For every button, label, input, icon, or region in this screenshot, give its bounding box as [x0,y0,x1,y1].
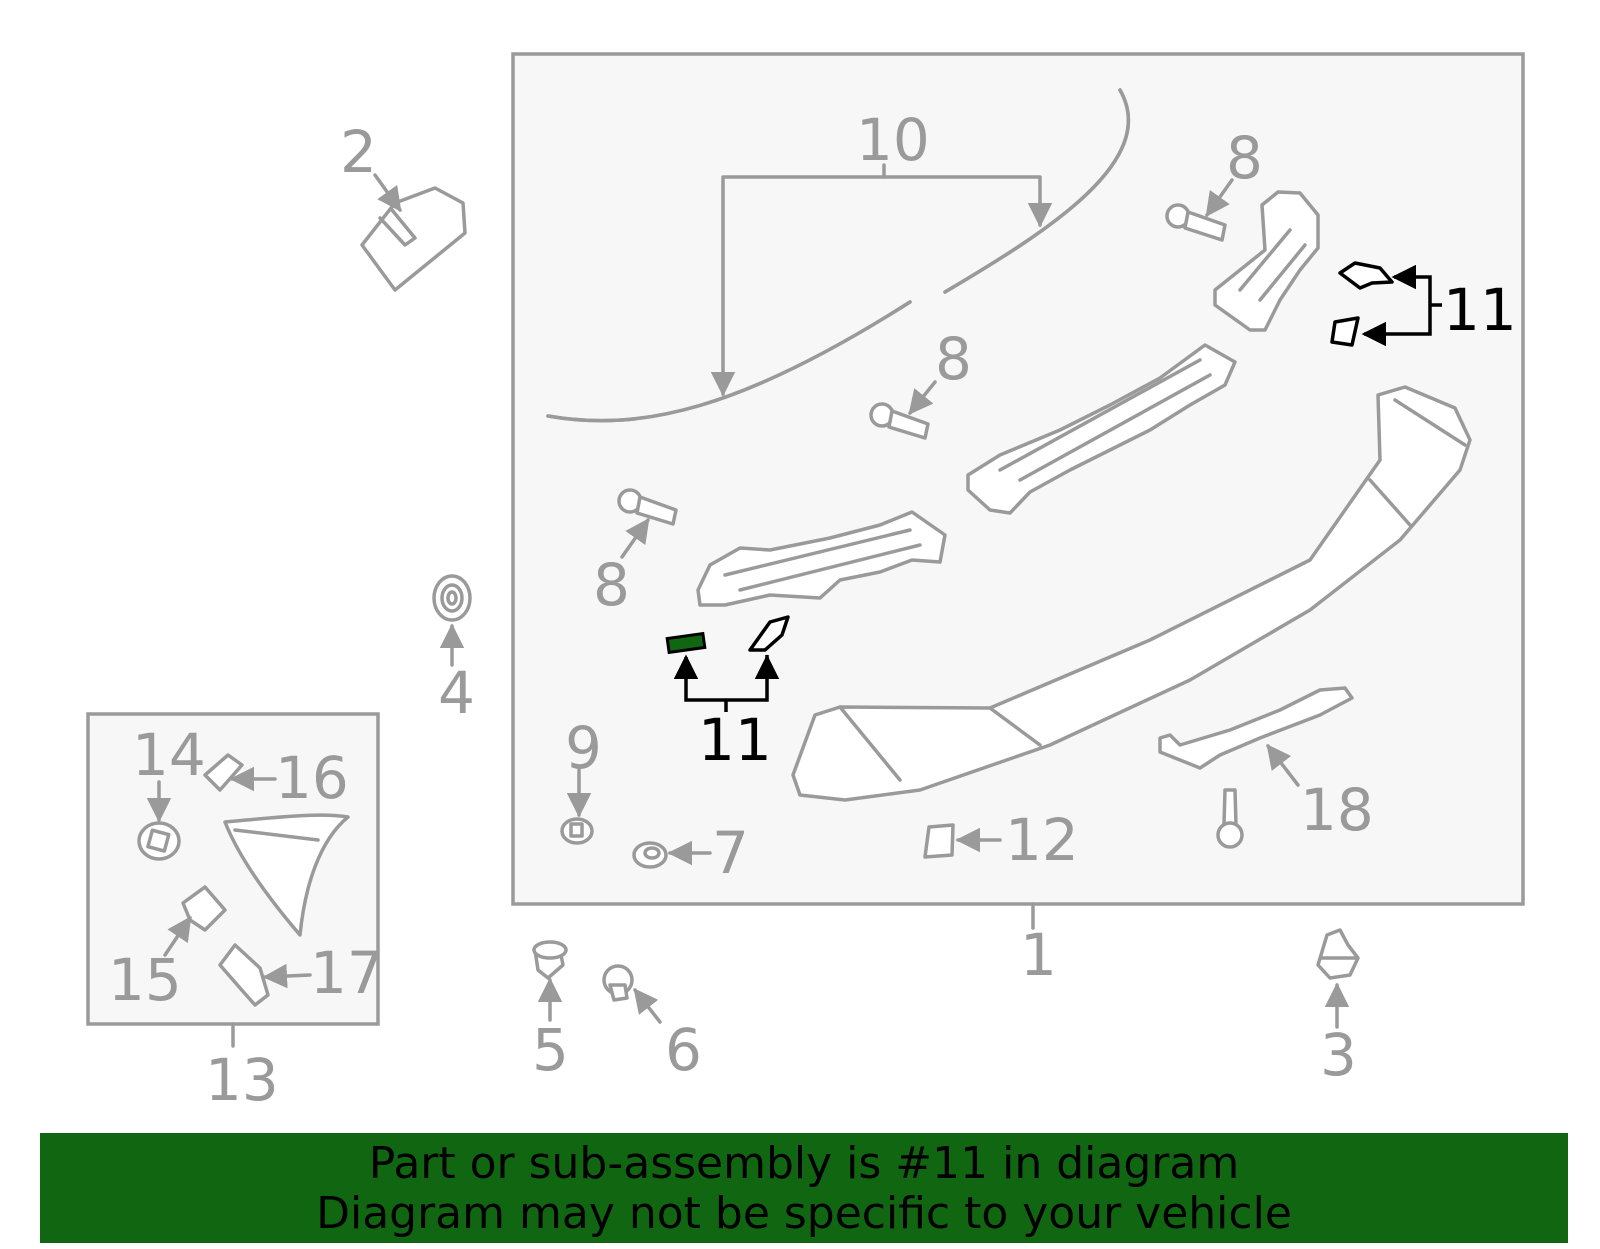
part-8-bolt-middle [869,402,930,440]
screw-near-18 [1216,788,1244,849]
label-8-middle: 8 [935,325,972,393]
part-11-upper-clip-b [1330,316,1360,347]
label-2: 2 [340,118,377,186]
part-14-clip [137,821,181,861]
part-3-fastener [1316,928,1360,980]
label-11-lower: 11 [698,706,772,774]
banner-line-2: Diagram may not be specific to your vehi… [316,1188,1292,1239]
bracket-right-upper [1213,190,1320,332]
part-2-bracket [360,186,467,292]
label-1: 1 [1020,921,1057,989]
part-9-clip [560,817,594,845]
label-18: 18 [1300,776,1374,844]
label-8-top: 8 [1226,124,1263,192]
info-banner: Part or sub-assembly is #11 in diagram D… [40,1133,1568,1243]
part-triangle-trim [223,813,350,937]
part-5-nut [532,940,568,980]
label-15: 15 [108,946,182,1014]
label-11-upper: 11 [1443,276,1517,344]
part-4-grommet [432,574,472,622]
part-12-clip [923,823,955,859]
label-5: 5 [532,1016,569,1084]
label-13: 13 [205,1046,279,1114]
part-11-highlighted [665,631,707,655]
part-8-bolt-top [1165,203,1227,242]
part-17-clip [218,943,270,1007]
label-4: 4 [438,659,475,727]
part-8-bolt-left [617,488,678,526]
label-9: 9 [565,714,602,782]
bracket-center [966,343,1237,515]
part-6-clip [602,964,634,1002]
label-14: 14 [132,721,206,789]
label-16: 16 [275,744,349,812]
spoiler [791,385,1472,802]
label-6: 6 [665,1016,702,1084]
part-16-clip [203,753,244,792]
label-10: 10 [856,106,930,174]
part-18-strip [1158,686,1354,770]
label-7: 7 [712,819,749,887]
label-12: 12 [1005,806,1079,874]
label-3: 3 [1320,1021,1357,1089]
part-7-grommet [632,841,668,869]
label-8-left: 8 [593,551,630,619]
label-17: 17 [310,939,384,1007]
banner-line-1: Part or sub-assembly is #11 in diagram [368,1138,1240,1189]
part-11-lower-clip [748,615,790,652]
bracket-left [696,510,947,607]
part-10-molding [546,88,1131,423]
